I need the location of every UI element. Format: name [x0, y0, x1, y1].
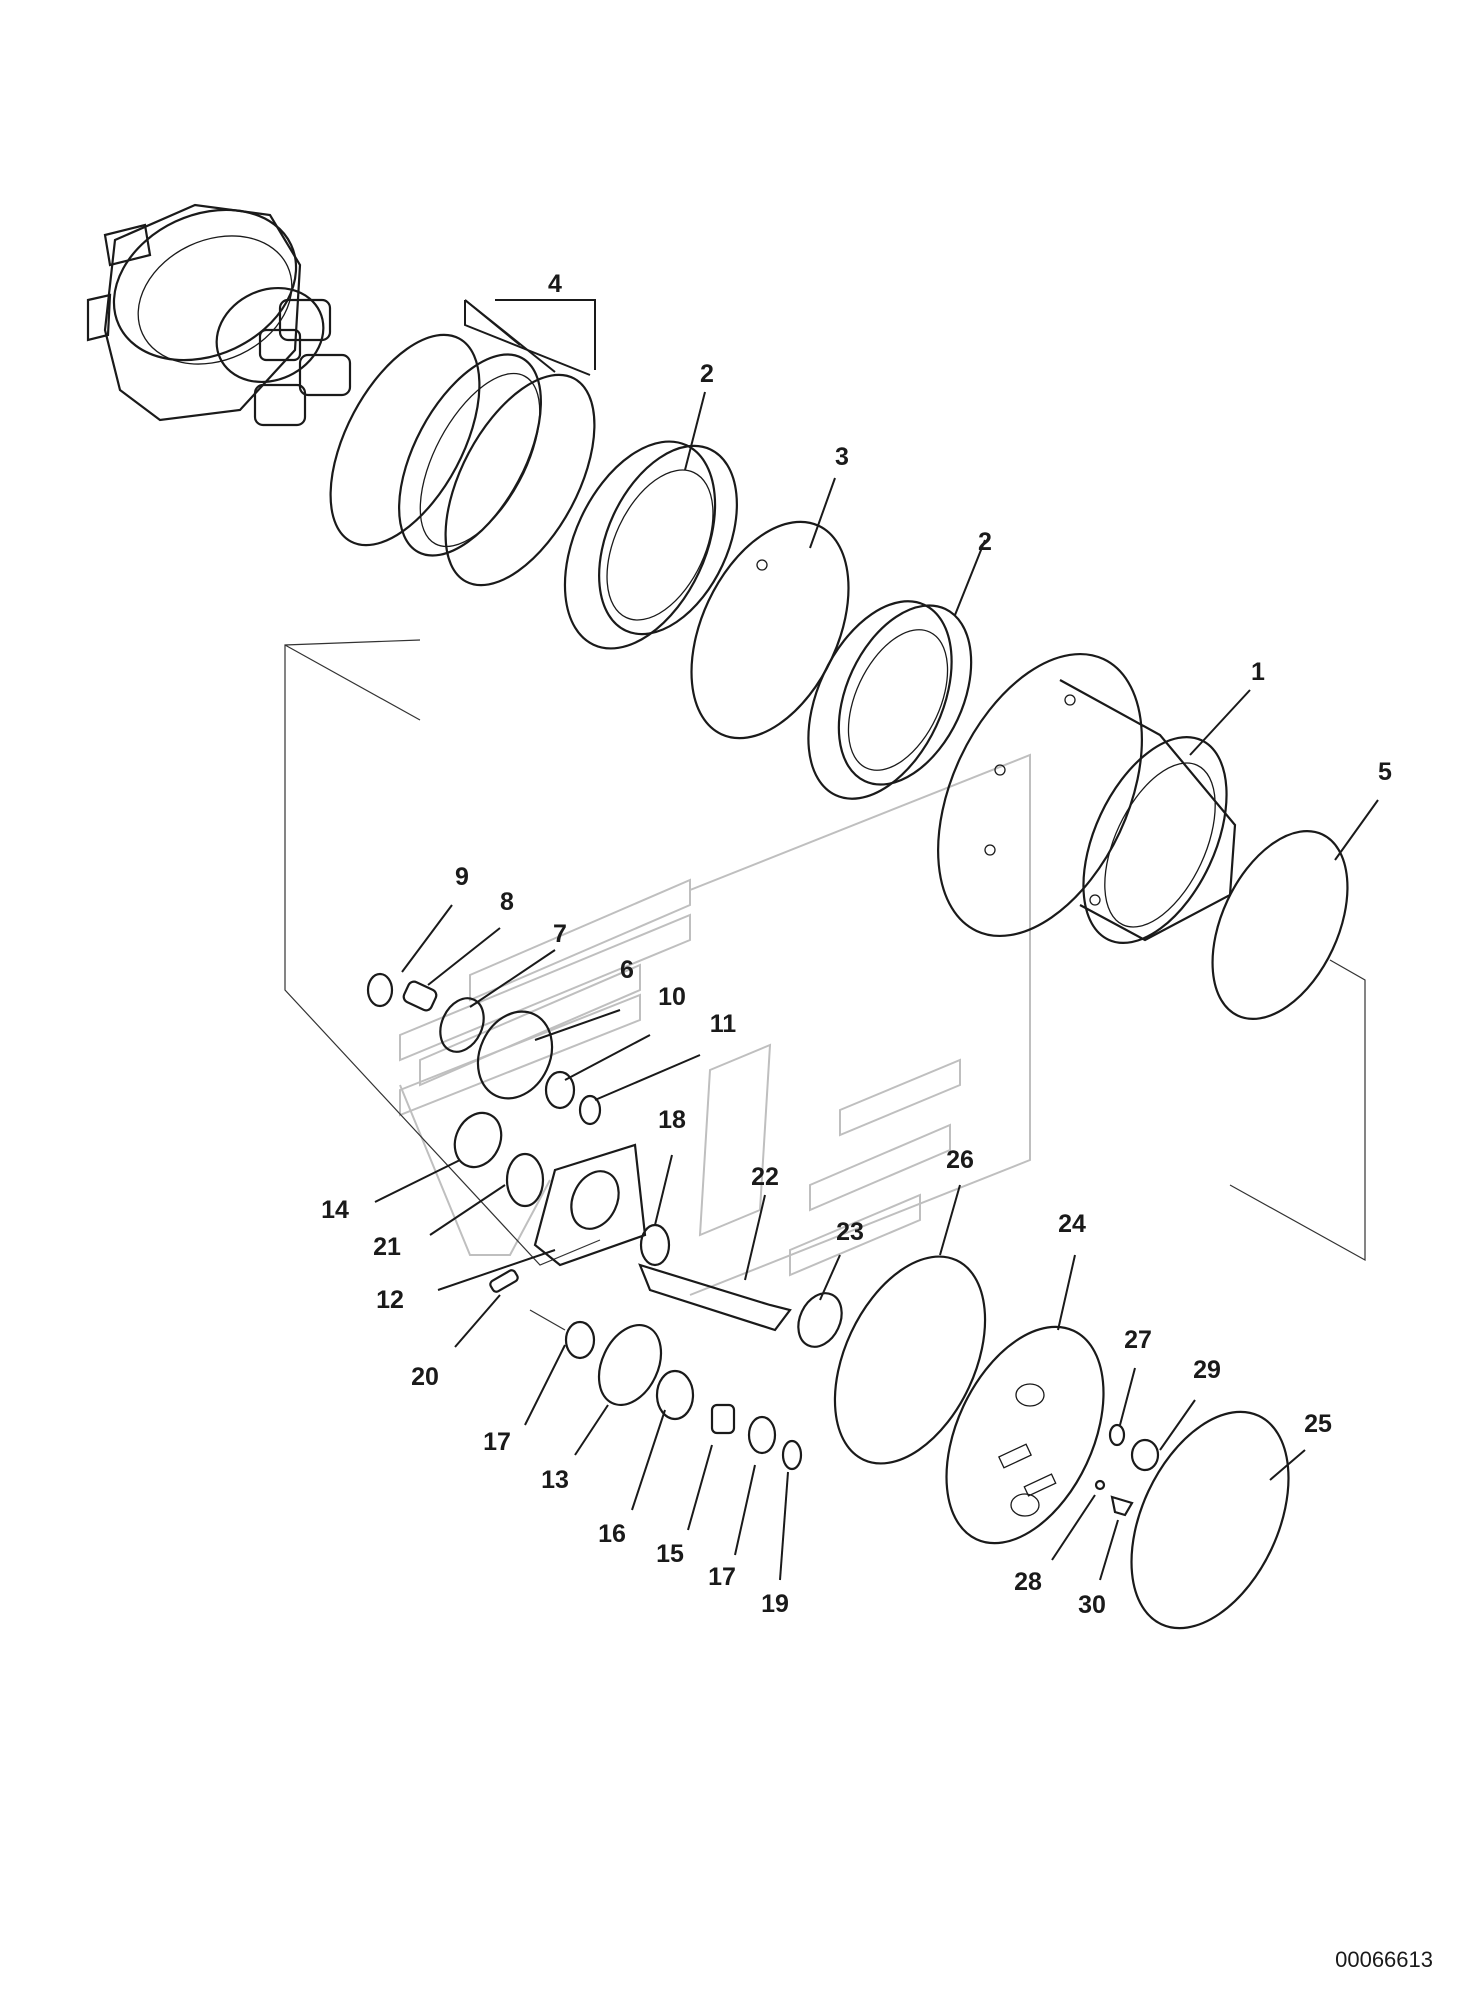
callout-25: 25: [1304, 1410, 1332, 1438]
callout-7: 7: [553, 920, 567, 948]
callout-3: 3: [835, 443, 849, 471]
part-3-snap-ring: [690, 520, 850, 740]
callout-17-b: 17: [708, 1563, 736, 1591]
part-4-seal-rings: [329, 333, 596, 587]
callout-18: 18: [658, 1106, 686, 1134]
assembly-guide-lines: [284, 639, 1366, 1331]
travel-motor-assembly: [86, 203, 352, 427]
callout-4: 4: [548, 270, 562, 298]
callout-11: 11: [710, 1010, 737, 1038]
callout-22: 22: [751, 1163, 779, 1191]
callout-14: 14: [321, 1196, 349, 1224]
callout-26: 26: [946, 1146, 974, 1174]
callout-21: 21: [373, 1233, 401, 1261]
callout-15: 15: [656, 1540, 684, 1568]
callout-5: 5: [1378, 758, 1392, 786]
callout-10: 10: [658, 983, 686, 1011]
callout-29: 29: [1193, 1356, 1221, 1384]
callout-2-bearing-b: 2: [978, 528, 992, 556]
part-26-o-ring: [833, 1255, 987, 1465]
part-5-snap-ring: [1211, 830, 1349, 1020]
planetary-carrier-parts: [366, 972, 843, 1471]
callout-28: 28: [1014, 1568, 1042, 1596]
callout-1: 1: [1251, 658, 1265, 686]
callout-8: 8: [500, 888, 514, 916]
part-1-hub-housing: [937, 652, 1237, 944]
callout-12: 12: [376, 1286, 404, 1314]
drawing-number: 00066613: [1335, 1947, 1433, 1972]
part-24-cover: [945, 1325, 1105, 1545]
watermark-logo: [399, 753, 1031, 1296]
callout-20: 20: [411, 1363, 439, 1391]
leader-lines: [374, 299, 1379, 1581]
callout-16: 16: [598, 1520, 626, 1548]
callout-17-a: 17: [483, 1428, 511, 1456]
callout-19: 19: [761, 1590, 789, 1618]
drain-plugs: [1094, 1423, 1160, 1517]
callout-30: 30: [1078, 1591, 1106, 1619]
callout-9: 9: [455, 863, 469, 891]
part-2-bearing-b: [807, 600, 973, 800]
callout-23: 23: [836, 1218, 864, 1246]
callout-13: 13: [541, 1466, 569, 1494]
callout-2-bearing-a: 2: [700, 360, 714, 388]
part-25-ring: [1130, 1410, 1290, 1630]
part-2-bearing-a: [563, 440, 738, 650]
callout-labels: 4 2 3 2 1 5 9 8 7 6 10 11 18 14 21 12 20…: [321, 270, 1392, 1619]
callout-27: 27: [1124, 1326, 1152, 1354]
callout-6: 6: [620, 956, 634, 984]
callout-24: 24: [1058, 1210, 1086, 1238]
